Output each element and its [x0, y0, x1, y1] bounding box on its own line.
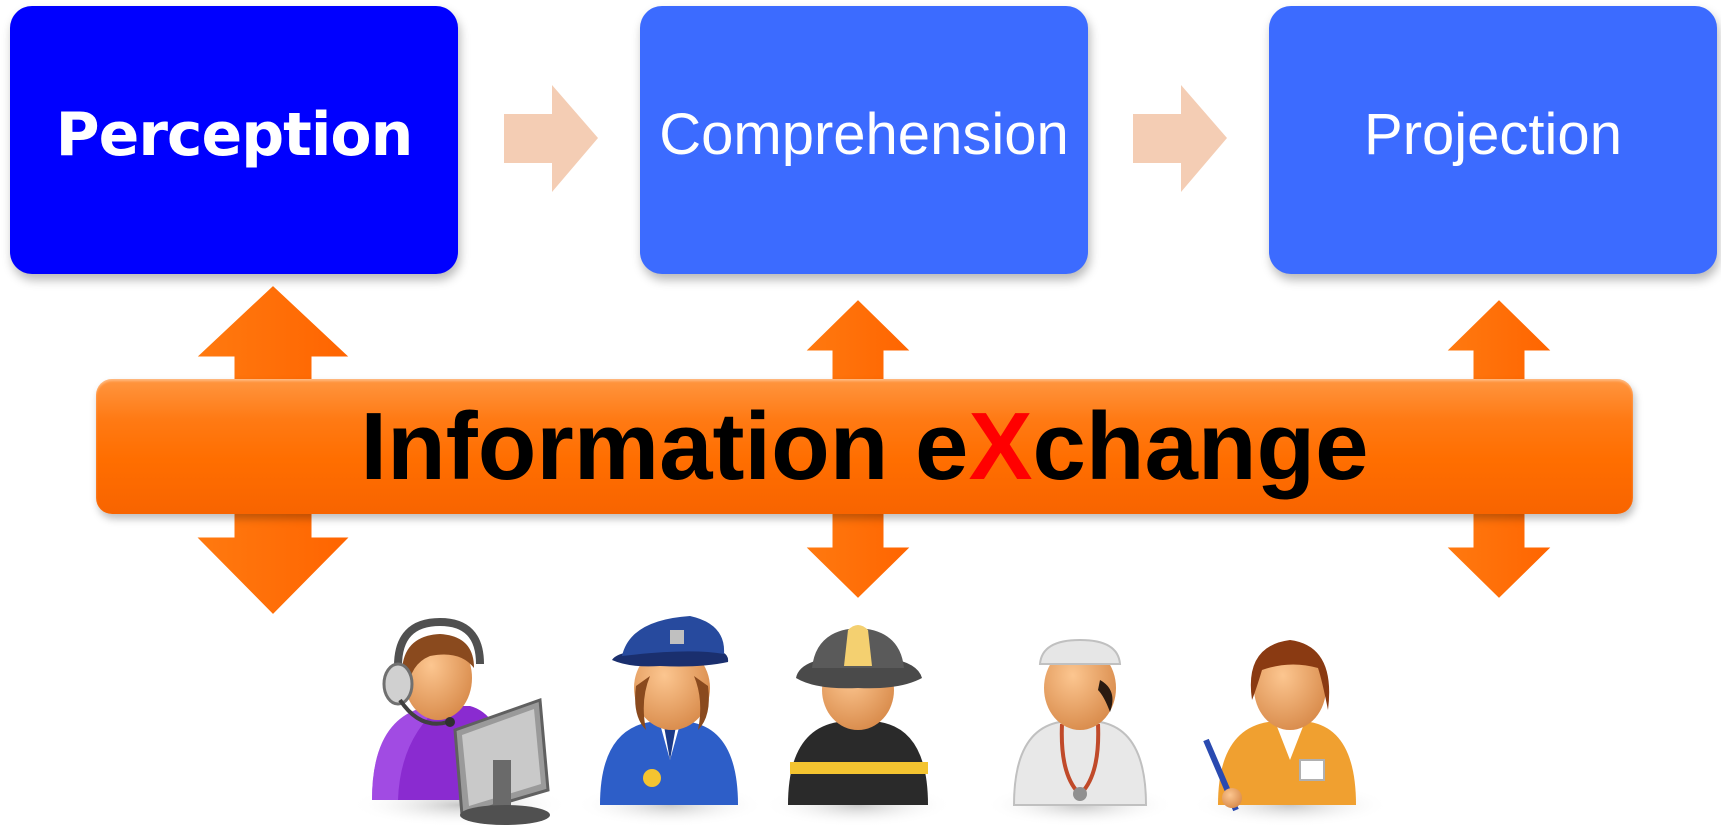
exchange-prefix: Information e	[360, 392, 969, 500]
nurse-icon	[1190, 640, 1390, 827]
perception-box: Perception	[10, 6, 458, 274]
firefighter-icon	[763, 625, 953, 827]
comprehension-box: Comprehension	[640, 6, 1088, 274]
exchange-suffix: change	[1032, 392, 1369, 500]
doctor-icon	[985, 638, 1175, 827]
projection-box: Projection	[1269, 6, 1717, 274]
comprehension-label: Comprehension	[659, 102, 1069, 167]
flow-arrow-2	[1133, 85, 1227, 192]
dispatcher-icon	[350, 617, 570, 827]
information-exchange-label: Information eXchange	[360, 398, 1368, 495]
flow-arrow-1	[504, 85, 598, 192]
exchange-highlight: X	[968, 392, 1033, 500]
information-exchange-bar: Information eXchange	[96, 379, 1633, 514]
perception-label: Perception	[55, 100, 414, 170]
police-officer-icon	[575, 616, 765, 827]
projection-label: Projection	[1364, 102, 1622, 167]
